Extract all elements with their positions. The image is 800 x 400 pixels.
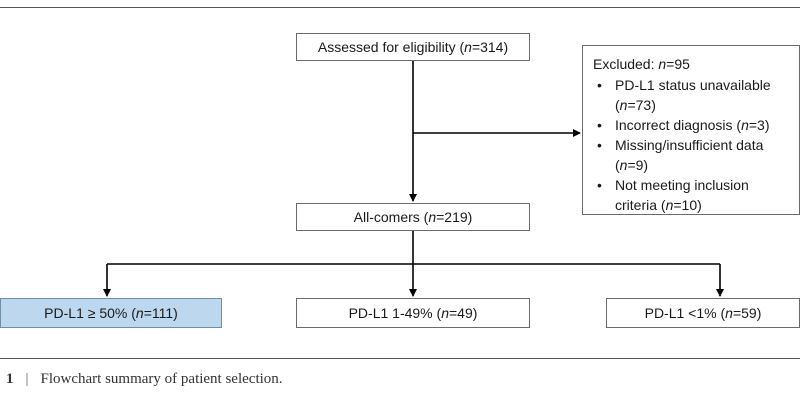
excluded-reason-item: • Not meeting inclusion criteria (n=10)	[593, 175, 791, 215]
excluded-reason-count: =73)	[627, 97, 656, 113]
excluded-reason-n: n	[619, 97, 628, 113]
pdl1-mid-label: PD-L1 1-49% (	[348, 305, 442, 321]
assessed-eligibility-box: Assessed for eligibility (n=314)	[296, 33, 530, 61]
bullet-icon: •	[597, 177, 602, 193]
figure-caption: 1 | Flowchart summary of patient selection…	[6, 371, 283, 388]
bullet-icon: •	[597, 77, 602, 93]
excluded-title-value: =95	[666, 56, 690, 72]
pdl1-low-box: PD-L1 <1% (n=59)	[606, 298, 800, 328]
all-comers-value: =219)	[436, 209, 473, 225]
excluded-reason-text: Incorrect diagnosis (	[615, 117, 742, 133]
pdl1-high-label: PD-L1 ≥ 50% (	[44, 305, 136, 321]
excluded-title-n: n	[658, 56, 667, 72]
excluded-reason-count: =10)	[673, 197, 702, 213]
excluded-reason-n: n	[741, 117, 749, 133]
excluded-reason-item: • Missing/insufficient data (n=9)	[593, 135, 791, 175]
pdl1-high-value: =111)	[143, 305, 178, 321]
pdl1-mid-box: PD-L1 1-49% (n=49)	[296, 298, 530, 328]
assessed-value: =314)	[471, 39, 509, 55]
pdl1-mid-value: =49)	[448, 305, 478, 321]
top-rule	[0, 7, 800, 8]
excluded-reason-item: • PD-L1 status unavailable (n=73)	[593, 75, 791, 115]
all-comers-label: All-comers (	[353, 209, 429, 225]
pdl1-high-box: PD-L1 ≥ 50% (n=111)	[0, 298, 222, 328]
pdl1-high-n: n	[135, 305, 144, 321]
excluded-reason-item: • Incorrect diagnosis (n=3)	[593, 115, 791, 135]
pdl1-mid-n: n	[441, 305, 449, 321]
pdl1-low-label: PD-L1 <1% (	[644, 305, 726, 321]
excluded-title-prefix: Excluded:	[593, 56, 659, 72]
figure-number: 1	[6, 371, 14, 387]
excluded-reason-count: =9)	[627, 157, 649, 173]
pdl1-low-n: n	[725, 305, 733, 321]
assessed-label: Assessed for eligibility (	[317, 39, 465, 55]
all-comers-box: All-comers (n=219)	[296, 203, 530, 231]
pdl1-low-value: =59)	[732, 305, 762, 321]
excluded-title: Excluded: n=95	[593, 54, 791, 74]
excluded-reason-n: n	[619, 157, 628, 173]
caption-text: Flowchart summary of patient selection.	[40, 371, 283, 387]
excluded-reason-count: =3)	[748, 117, 770, 133]
all-comers-n: n	[428, 209, 437, 225]
excluded-box: Excluded: n=95 • PD-L1 status unavailabl…	[582, 45, 800, 215]
excluded-reason-text: Not meeting inclusion criteria (	[615, 177, 749, 213]
excluded-reason-n: n	[665, 197, 674, 213]
excluded-reason-text: PD-L1 status unavailable (	[615, 77, 771, 113]
caption-separator: |	[25, 371, 29, 387]
excluded-reason-text: Missing/insufficient data (	[615, 137, 764, 173]
bullet-icon: •	[597, 117, 602, 133]
caption-rule	[0, 358, 800, 359]
assessed-n: n	[464, 39, 472, 55]
bullet-icon: •	[597, 137, 602, 153]
excluded-reasons-list: • PD-L1 status unavailable (n=73) • Inco…	[593, 75, 791, 215]
